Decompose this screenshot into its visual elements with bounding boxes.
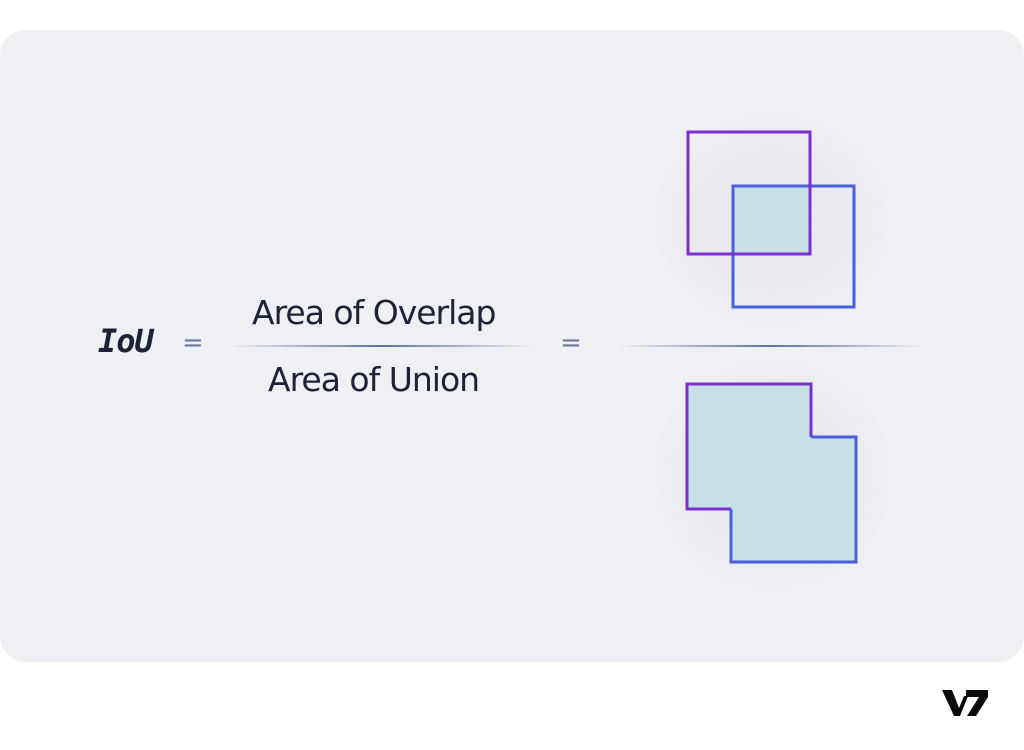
v7-logo <box>940 686 990 720</box>
equals-sign-right: = <box>560 328 582 358</box>
equals-sign-left: = <box>182 328 204 358</box>
denominator-text: Area of Union <box>268 360 480 399</box>
fraction-bar-text <box>228 345 534 347</box>
iou-label: IoU <box>98 322 154 360</box>
fraction-bar-visual <box>618 345 924 347</box>
numerator-text: Area of Overlap <box>252 293 496 332</box>
